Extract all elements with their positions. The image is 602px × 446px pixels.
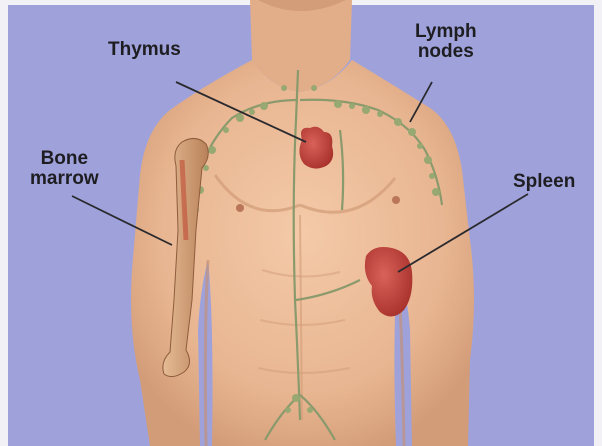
bone-marrow-label: Bone marrow (30, 149, 99, 189)
spleen-label: Spleen (513, 172, 575, 192)
lymph-nodes-label: Lymph nodes (415, 22, 477, 62)
bone-marrow-label-line-1: Bone (30, 149, 99, 169)
thymus-organ (299, 127, 333, 169)
thymus-label: Thymus (108, 40, 181, 60)
bone-marrow-label-line-2: marrow (30, 169, 99, 189)
lymph-nodes-label-line-1: Lymph (415, 22, 477, 42)
lymph-nodes-label-line-2: nodes (415, 42, 477, 62)
